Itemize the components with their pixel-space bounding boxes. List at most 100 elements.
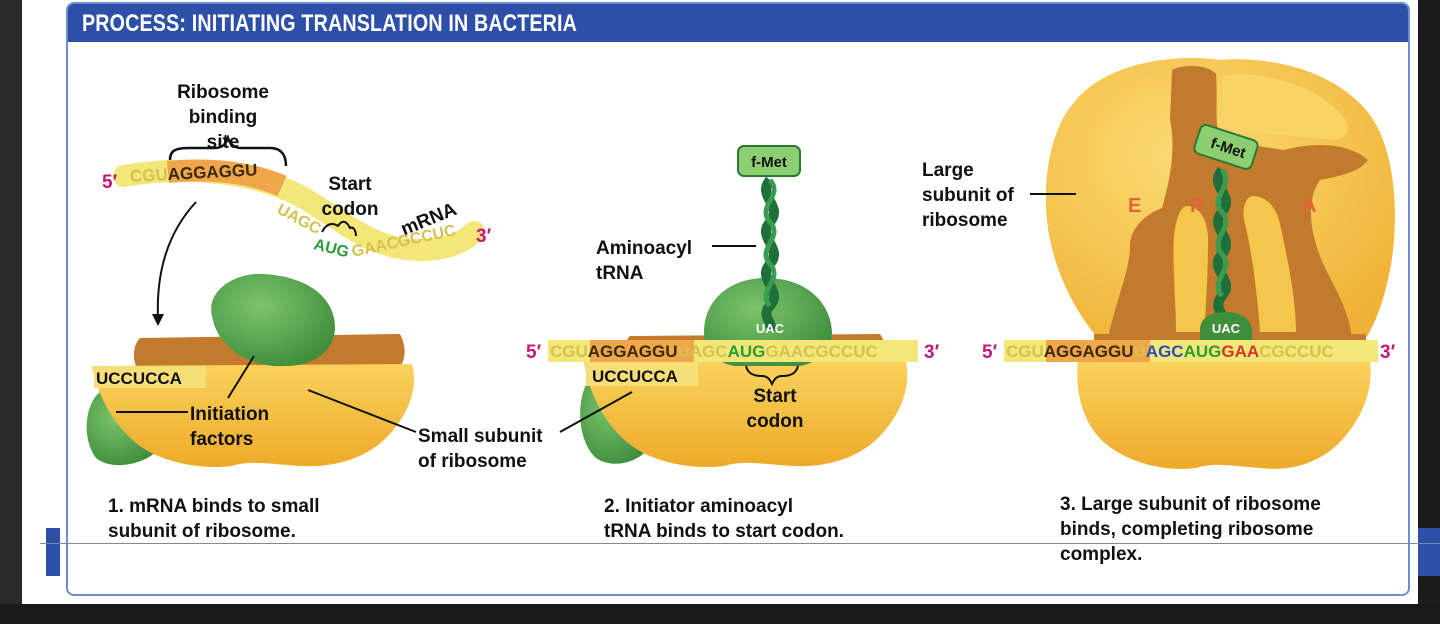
seq-post-2: GAACGCCUC: [765, 342, 878, 361]
left-edge-tab: [46, 528, 60, 576]
aminoacyl-label: Aminoacyl tRNA: [596, 236, 692, 286]
aminoacyl-label-line1: Aminoacyl: [596, 238, 693, 259]
divider-line: [40, 543, 1440, 544]
large-subunit-label: Large subunit of ribosome: [922, 158, 1014, 233]
rbs-brace: [168, 134, 288, 167]
caption-1-line2: subunit of ribosome.: [108, 521, 296, 542]
seq-rbs-3: AGGAGGU: [1043, 342, 1134, 361]
three-prime-3: 3′: [1380, 342, 1396, 363]
start-codon-label-1-line2: codon: [321, 199, 379, 220]
small-subunit-label-line1: Small subunit: [418, 426, 543, 447]
large-subunit-inner-right: [1243, 196, 1296, 332]
fmet-box-3: [1193, 124, 1259, 170]
rbs-highlight: [166, 159, 287, 197]
anticodon-2: UAC: [755, 321, 785, 336]
small-subunit-body-1: [92, 364, 415, 468]
caption-1: 1. mRNA binds to small subunit of riboso…: [108, 494, 320, 544]
small-subunit-line: [307, 389, 417, 433]
trna-helix-3b: [1215, 168, 1229, 298]
seq-pre-1: CGU: [129, 165, 169, 186]
caption-3-line2: binds, completing ribosome: [1060, 519, 1314, 540]
seq-start-3: AUG: [1183, 342, 1222, 361]
large-subunit-label-line2: subunit of: [922, 185, 1014, 206]
mrna-sequence-2: CGUAGGAGGUUAGCAUGGAACGCCUC: [550, 339, 878, 364]
caption-3-line1: Large subunit of ribosome: [1081, 494, 1321, 515]
caption-3-line3: complex.: [1060, 544, 1143, 565]
page-title: PROCESS: INITIATING TRANSLATION IN BACTE…: [82, 10, 578, 37]
rrna-band-1: [94, 366, 206, 388]
initiation-factors-line-b: [227, 355, 255, 399]
initiation-factors-line2: factors: [190, 429, 254, 450]
five-prime-3: 5′: [982, 342, 998, 363]
seq-post-3: CGCCUC: [1259, 342, 1334, 361]
three-prime-2: 3′: [924, 342, 940, 363]
start-codon-label-2-line2: codon: [746, 411, 804, 432]
caption-3-number: 3.: [1060, 494, 1076, 515]
rrna-seq-1: UCCUCCA: [96, 369, 182, 388]
start-codon-label-1-line1: Start: [328, 174, 372, 195]
large-subunit-inner-left: [1173, 206, 1208, 332]
trna-bulb-3: [1200, 312, 1252, 340]
seq-rbs-2: AGGAGGU: [587, 342, 678, 361]
anticodon-3: UAC: [1211, 321, 1241, 336]
bottom-border: [0, 604, 1440, 624]
rbs-highlight-3: [1046, 340, 1150, 362]
start-codon-brace-2: [745, 365, 799, 387]
small-subunit-label-line2: of ribosome: [418, 451, 527, 472]
large-subunit-cavity: [1108, 65, 1368, 339]
seq-spacer-2: UAGC: [677, 342, 728, 361]
caption-1-number: 1.: [108, 496, 124, 517]
seq-agc-3: AGC: [1145, 342, 1184, 361]
figure-header: PROCESS: INITIATING TRANSLATION IN BACTE…: [68, 4, 1408, 42]
rbs-label-line2: binding: [188, 107, 258, 128]
seq-gaa-3: GAA: [1221, 342, 1260, 361]
five-prime-2: 5′: [526, 342, 542, 363]
three-prime-1: 3′: [476, 226, 492, 247]
initiation-factors-line1: Initiation: [190, 404, 270, 425]
initiation-factor-top: [211, 273, 335, 367]
mrna-sequence-3: CGUAGGAGGUUAGCAUGGAACGCCUC: [1006, 339, 1334, 364]
binding-arrow: [156, 201, 197, 319]
small-subunit-body-2: [584, 362, 908, 468]
rbs-label-line1: Ribosome: [177, 82, 269, 103]
caption-2-line2: tRNA binds to start codon.: [604, 521, 844, 542]
small-subunit-3: [1077, 362, 1371, 469]
site-p-label: P: [1190, 195, 1204, 217]
five-prime-1: 5′: [102, 172, 118, 193]
site-e-label: E: [1128, 195, 1142, 217]
start-codon-label-1: Start codon: [308, 172, 392, 222]
site-a-label: A: [1302, 195, 1317, 217]
caption-2-number: 2.: [604, 496, 620, 517]
rbs-label: Ribosome binding site: [168, 80, 278, 155]
binding-arrow-head: [152, 314, 164, 326]
panel-1: [86, 134, 485, 468]
seq-u-3: U: [1133, 342, 1146, 361]
caption-3: 3. Large subunit of ribosome binds, comp…: [1060, 492, 1321, 567]
fmet-box-2: [737, 145, 801, 177]
trna-helix-2b: [763, 178, 777, 308]
start-codon-label-2: Start codon: [730, 384, 820, 434]
caption-2: 2. Initiator aminoacyl tRNA binds to sta…: [604, 494, 844, 544]
seq-start-2: AUG: [727, 342, 766, 361]
small-subunit-line-2: [559, 391, 633, 433]
caption-1-line1: mRNA binds to small: [129, 496, 320, 517]
start-codon-label-2-line1: Start: [753, 386, 797, 407]
left-border: [0, 0, 22, 624]
right-edge-tab: [1418, 528, 1440, 576]
small-subunit-label: Small subunit of ribosome: [418, 424, 543, 474]
initiation-factors-label: Initiation factors: [190, 402, 269, 452]
panel-3: [1030, 58, 1395, 469]
large-subunit-label-line3: ribosome: [922, 210, 1008, 231]
seq-rbs-1: AGGAGGU: [167, 160, 258, 185]
fmet-label-2: f-Met: [751, 154, 787, 171]
rrna-seq-2: UCCUCCA: [592, 367, 678, 386]
rbs-highlight-2: [590, 340, 694, 362]
caption-2-line1: Initiator aminoacyl: [625, 496, 794, 517]
seq-pre-3: CGU: [1006, 342, 1044, 361]
aminoacyl-label-line2: tRNA: [596, 263, 644, 284]
rrna-band-2: [586, 362, 698, 386]
large-subunit-top-right-lobe: [1222, 74, 1348, 140]
large-subunit-label-line1: Large: [922, 160, 974, 181]
start-codon-brace-1: [321, 220, 357, 237]
